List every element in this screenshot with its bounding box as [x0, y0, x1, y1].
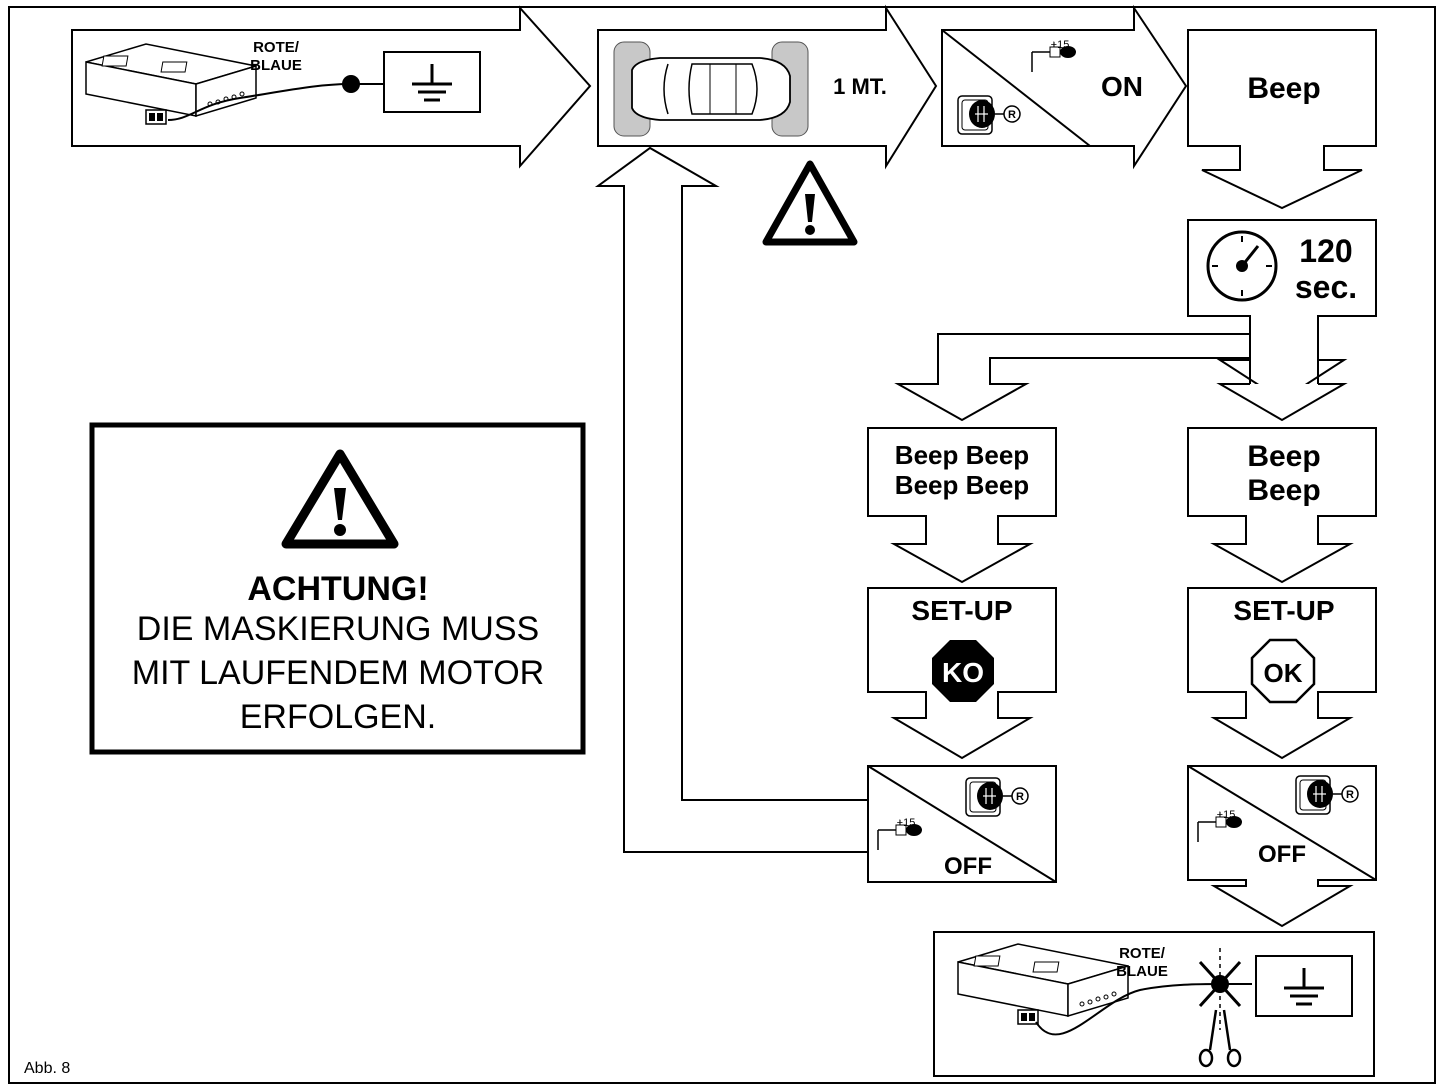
- ignition-voltage-right: +15: [1217, 809, 1236, 821]
- scissors-icon: [1198, 1009, 1242, 1068]
- fail-beeps-line1: Beep Beep: [895, 440, 1029, 470]
- figure-label: Abb. 8: [24, 1060, 71, 1077]
- ok-beeps-box: [1187, 427, 1377, 584]
- ignition-off-right-label: OFF: [1258, 841, 1306, 868]
- warning-line3: ERFOLGEN.: [240, 698, 436, 736]
- beep-label: Beep: [1247, 72, 1320, 105]
- ignition-voltage-on: +15: [1051, 39, 1070, 51]
- warning-line1: DIE MASKIERUNG MUSS: [137, 610, 539, 648]
- ok-octagon-icon: [1250, 638, 1316, 704]
- distance-label: 1 MT.: [833, 74, 887, 99]
- wire-label-line1: ROTE/: [253, 39, 300, 56]
- ground-symbol-icon: [1254, 954, 1354, 1018]
- step-ignition-on-box: [941, 4, 1188, 170]
- ok-beeps-line2: Beep: [1247, 474, 1320, 507]
- reverse-gear-label: R: [1008, 109, 1016, 121]
- reverse-gear-label-left: R: [1016, 791, 1024, 803]
- setup-ko-label: SET-UP: [911, 595, 1012, 626]
- warning-line2: MIT LAUFENDEM MOTOR: [132, 654, 544, 692]
- wire-line: [167, 83, 351, 121]
- setup-ok-status: OK: [1264, 658, 1303, 688]
- step-connect-ground-box: [71, 5, 592, 169]
- warning-title: ACHTUNG!: [247, 570, 428, 608]
- wire-label-line2: BLAUE: [250, 57, 302, 74]
- car-top-view-icon: [613, 41, 809, 137]
- retry-inner-line: [594, 146, 868, 853]
- wire-label-line2: BLAUE: [1116, 963, 1168, 980]
- fail-beeps-box: [867, 427, 1057, 584]
- ignition-on-label: ON: [1101, 71, 1143, 102]
- fail-beeps-line2: Beep Beep: [895, 470, 1029, 500]
- warning-triangle-icon: [281, 449, 399, 549]
- wire-label-line1: ROTE/: [1119, 945, 1166, 962]
- timer-value: 120: [1299, 233, 1352, 269]
- setup-ko-status: KO: [942, 657, 984, 688]
- warning-triangle-icon: [762, 160, 858, 246]
- step-beep-box: [1187, 29, 1377, 210]
- ground-symbol-icon: [382, 50, 482, 114]
- ok-beeps-line1: Beep: [1247, 440, 1320, 473]
- diagram-frame: [8, 6, 1436, 1084]
- timer-branch-left-arrow: [894, 316, 1251, 422]
- ko-octagon-icon: [932, 640, 994, 702]
- stopwatch-icon: [1206, 230, 1278, 302]
- wire-line: [1035, 983, 1223, 1036]
- ignition-off-left-label: OFF: [944, 853, 992, 880]
- setup-ok-label: SET-UP: [1233, 595, 1334, 626]
- reverse-gear-label-right: R: [1346, 789, 1354, 801]
- ignition-voltage-left: +15: [897, 817, 916, 829]
- timer-unit: sec.: [1295, 269, 1357, 305]
